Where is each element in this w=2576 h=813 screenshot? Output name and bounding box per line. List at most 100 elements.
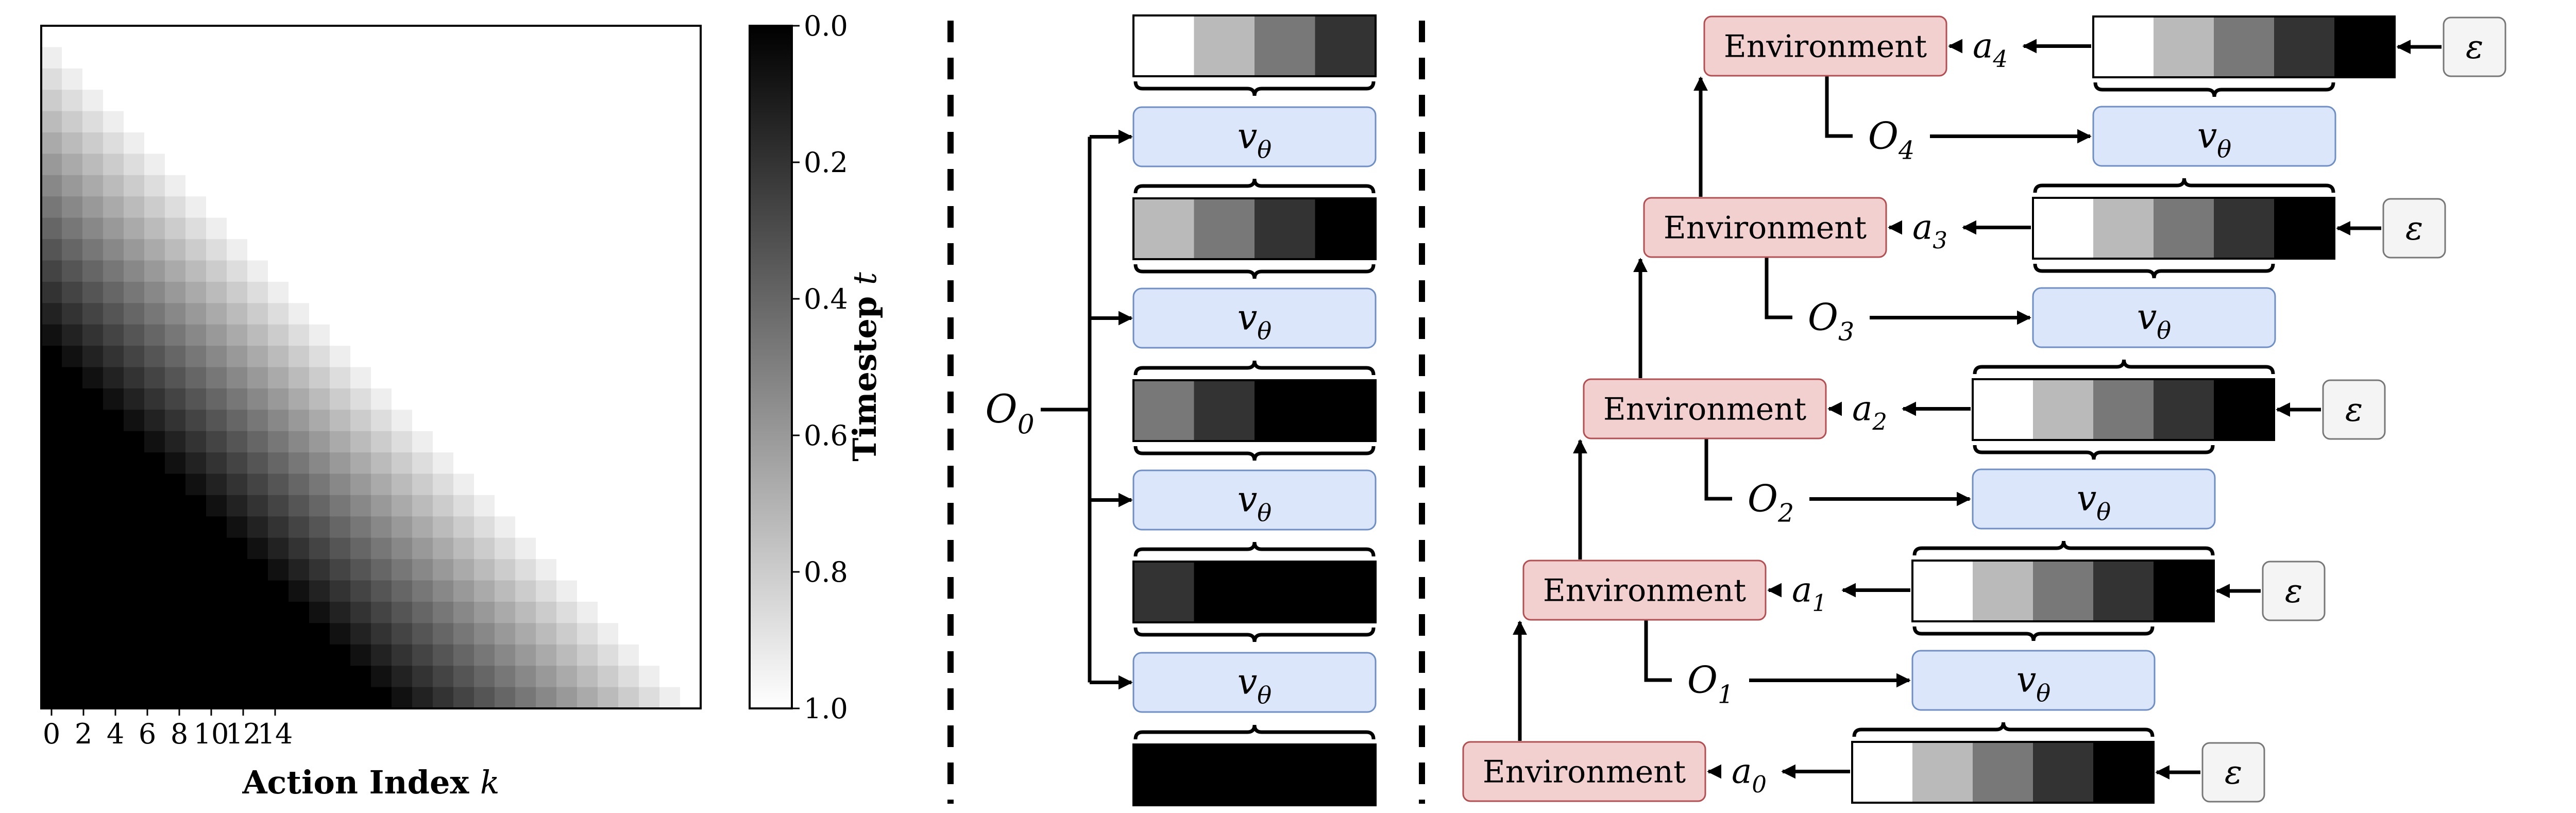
- heatmap-cell: [62, 90, 83, 112]
- heatmap-cell: [330, 580, 351, 602]
- heatmap-cell: [515, 431, 536, 453]
- heatmap-cell: [536, 111, 557, 133]
- heatmap-cell: [289, 346, 310, 368]
- heatmap-cell: [165, 537, 186, 560]
- heatmap-cell: [371, 68, 392, 90]
- heatmap-cell: [659, 324, 681, 346]
- heatmap-cell: [41, 47, 62, 69]
- heatmap-cell: [536, 132, 557, 155]
- heatmap-cell: [144, 154, 165, 176]
- heatmap-cell: [103, 601, 124, 623]
- heatmap-cell: [536, 196, 557, 218]
- heatmap-cell: [412, 303, 433, 325]
- heatmap-cell: [412, 537, 433, 560]
- heatmap-cell: [639, 410, 660, 432]
- heatmap-cell: [350, 281, 371, 303]
- heatmap-cell: [371, 281, 392, 303]
- model-block: vθ: [1132, 106, 1377, 167]
- heatmap-cell: [433, 623, 454, 645]
- heatmap-cell: [227, 260, 248, 282]
- colorbar-tick-label: 0.2: [804, 146, 848, 179]
- heatmap-cell: [495, 431, 516, 453]
- heatmap-cell: [350, 196, 371, 218]
- heatmap-cell: [680, 410, 701, 432]
- heatmap-cell: [227, 452, 248, 475]
- heatmap-cell: [639, 644, 660, 666]
- heatmap-cell: [453, 452, 474, 475]
- heatmap-cell: [41, 367, 62, 389]
- heatmap-cell: [659, 601, 681, 623]
- heatmap-cell: [41, 132, 62, 155]
- heatmap-cell: [350, 111, 371, 133]
- heatmap-cell: [62, 217, 83, 240]
- heatmap-cell: [289, 601, 310, 623]
- observation-label: O0: [985, 386, 1034, 440]
- colorbar-tick-label: 0.8: [804, 556, 848, 588]
- heatmap-cell: [206, 431, 227, 453]
- heatmap-cell: [556, 217, 578, 240]
- heatmap-cell: [659, 217, 681, 240]
- heatmap-cell: [618, 388, 639, 410]
- heatmap-cell: [598, 132, 619, 155]
- heatmap-cell: [433, 644, 454, 666]
- heatmap-cell: [350, 580, 371, 602]
- heatmap-cell: [392, 324, 413, 346]
- heatmap-cell: [433, 132, 454, 155]
- heatmap-cell: [474, 239, 495, 261]
- heatmap-cell: [206, 175, 227, 197]
- heatmap-cell: [165, 154, 186, 176]
- heatmap-cell: [206, 644, 227, 666]
- heatmap-cell: [639, 516, 660, 538]
- heatmap-cell: [309, 516, 330, 538]
- heatmap-cell: [103, 431, 124, 453]
- heatmap-cell: [247, 303, 268, 325]
- heatmap-cell: [289, 281, 310, 303]
- model-label: vθ: [2197, 116, 2231, 163]
- heatmap-cell: [206, 559, 227, 581]
- heatmap-cell: [515, 452, 536, 475]
- heatmap-cell: [82, 580, 104, 602]
- heatmap-cell: [474, 132, 495, 155]
- heatmap-cell: [453, 537, 474, 560]
- heatmap-cell: [185, 90, 207, 112]
- heatmap-cell: [62, 537, 83, 560]
- heatmap-cell: [62, 281, 83, 303]
- heatmap-cell: [453, 111, 474, 133]
- heatmap-cell: [598, 68, 619, 90]
- heatmap-cell: [392, 196, 413, 218]
- heatmap-cell: [433, 281, 454, 303]
- heatmap-cell: [392, 217, 413, 240]
- heatmap-cell: [474, 516, 495, 538]
- heatmap-cell: [556, 346, 578, 368]
- heatmap-cell: [680, 217, 701, 240]
- heatmap-cell: [330, 644, 351, 666]
- sequence-cell: [2154, 561, 2214, 621]
- heatmap-cell: [309, 580, 330, 602]
- heatmap-cell: [495, 26, 516, 48]
- heatmap-cell: [659, 537, 681, 560]
- observation-label: O1: [1687, 658, 1734, 709]
- heatmap-cell: [144, 217, 165, 240]
- sequence-cell: [1973, 742, 2033, 803]
- x-tick-label: 8: [171, 718, 188, 750]
- heatmap-cell: [268, 495, 289, 517]
- heatmap-cell: [515, 666, 536, 688]
- heatmap-cell: [515, 388, 536, 410]
- heatmap-cell: [577, 196, 598, 218]
- heatmap-cell: [289, 175, 310, 197]
- heatmap-cell: [577, 431, 598, 453]
- heatmap-cell: [392, 473, 413, 496]
- right-brace-bottom: [2033, 178, 2335, 193]
- heatmap-cell: [62, 367, 83, 389]
- heatmap-cell: [144, 196, 165, 218]
- heatmap-cell: [62, 559, 83, 581]
- action-sequence: [2032, 197, 2335, 260]
- heatmap-cell: [103, 68, 124, 90]
- heatmap-cell: [495, 388, 516, 410]
- heatmap-cell: [618, 217, 639, 240]
- heatmap-cell: [41, 452, 62, 475]
- sequence-outline: [1132, 561, 1377, 623]
- heatmap-cell: [639, 346, 660, 368]
- heatmap-cell: [268, 111, 289, 133]
